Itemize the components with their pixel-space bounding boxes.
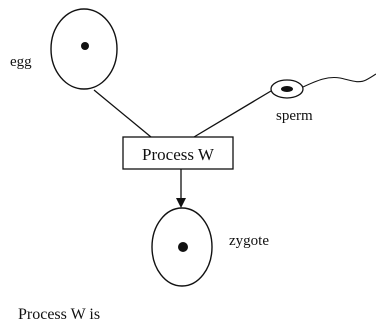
process-to-zygote-arrowhead bbox=[176, 198, 186, 208]
sperm-head bbox=[270, 79, 304, 99]
process-w-box bbox=[122, 136, 234, 170]
egg-label: egg bbox=[10, 54, 32, 70]
egg-nucleus bbox=[81, 42, 89, 50]
sperm-to-process-line bbox=[193, 90, 272, 138]
sperm-nucleus bbox=[281, 86, 293, 92]
zygote-nucleus bbox=[178, 242, 188, 252]
zygote-cell bbox=[151, 207, 213, 287]
process-w-label: Process W bbox=[142, 145, 215, 164]
sperm-label: sperm bbox=[276, 108, 313, 124]
sperm-tail bbox=[302, 73, 376, 88]
question-text: Process W is bbox=[18, 306, 101, 323]
zygote-label: zygote bbox=[229, 233, 269, 249]
egg-to-process-line bbox=[93, 89, 152, 138]
egg-cell bbox=[50, 8, 118, 90]
